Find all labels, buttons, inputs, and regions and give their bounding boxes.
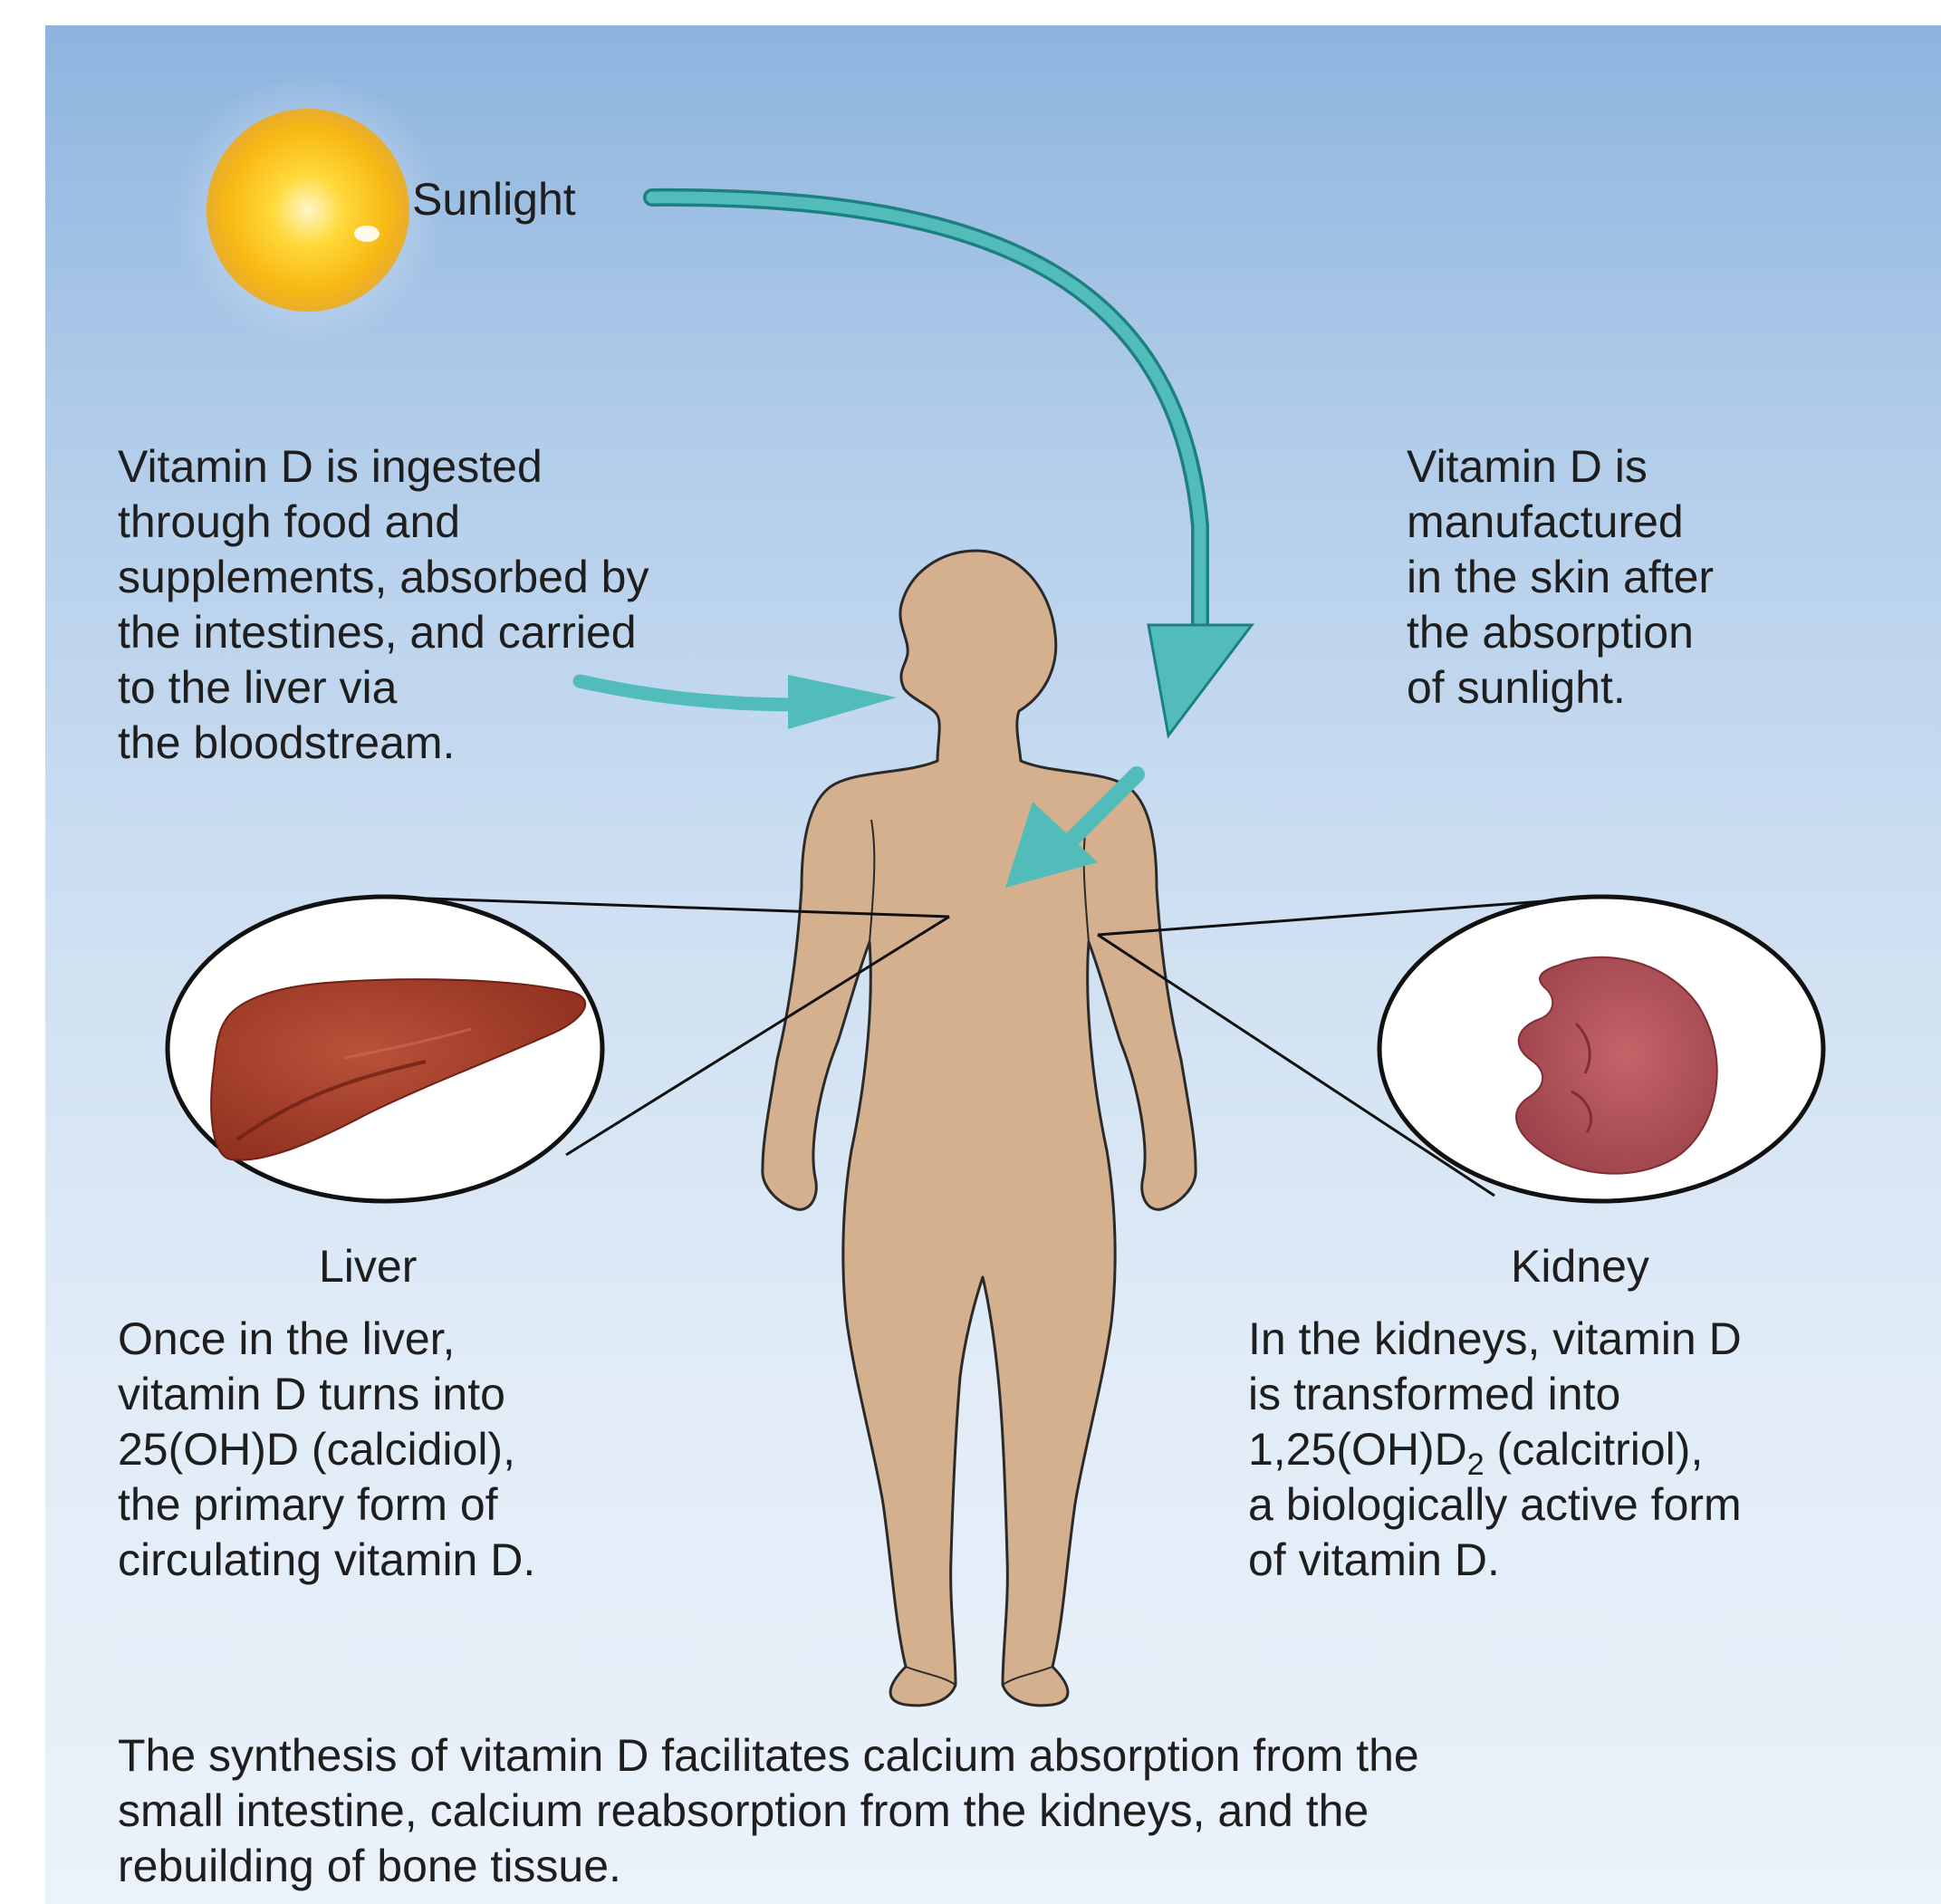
sun-icon [172,74,444,346]
human-body-icon [763,551,1196,1706]
kidney-label: Kidney [1511,1239,1649,1293]
kidney-text-line-1: In the kidneys, vitamin D [1248,1312,1742,1367]
kidney-text-line-4: a biologically active form [1248,1477,1742,1533]
liver-label: Liver [319,1239,417,1293]
kidney-icon [1379,897,1823,1201]
kidney-description-text: In the kidneys, vitamin D is transformed… [1248,1312,1742,1588]
sunlight-label: Sunlight [412,172,576,226]
skin-manufacture-text: Vitamin D is manufactured in the skin af… [1407,439,1714,716]
kidney-text-line-3: 1,25(OH)D2 (calcitriol), [1248,1422,1742,1477]
liver-description-text: Once in the liver, vitamin D turns into … [118,1312,535,1588]
ingestion-text: Vitamin D is ingested through food and s… [118,439,649,771]
kidney-text-line-5: of vitamin D. [1248,1533,1742,1588]
liver-icon [168,897,602,1201]
calcitriol-formula: 1,25(OH)D [1248,1424,1467,1475]
summary-text: The synthesis of vitamin D facilitates c… [118,1728,1419,1894]
kidney-text-line-2: is transformed into [1248,1367,1742,1422]
calcitriol-name: (calcitriol), [1485,1424,1704,1475]
